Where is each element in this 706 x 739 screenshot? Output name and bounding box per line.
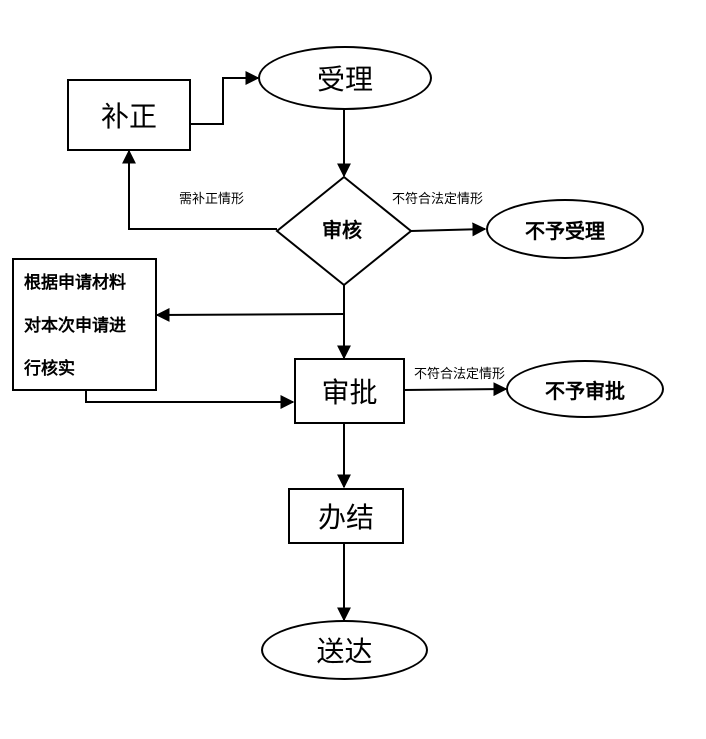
review-label: 审核 <box>322 218 362 242</box>
not-compliant-approve-label: 不符合法定情形 <box>414 367 506 382</box>
accept-ellipse: 受理 <box>258 46 432 110</box>
complete-box: 办结 <box>288 488 404 544</box>
complete-label: 办结 <box>317 501 374 534</box>
approve-box: 审批 <box>294 358 405 424</box>
arrow-review-to-reject-accept <box>410 222 487 237</box>
verify-line-2: 对本次申请进 <box>24 316 126 336</box>
arrow-approve-to-reject-approve <box>403 382 508 397</box>
deliver-label: 送达 <box>316 635 373 668</box>
arrow-verify-to-approve <box>85 391 295 409</box>
review-diamond <box>275 175 413 287</box>
not-compliant-review-label: 不符合法定情形 <box>392 192 484 207</box>
needs-supplement-label: 需补正情形 <box>179 192 245 207</box>
supplement-box: 补正 <box>67 79 191 151</box>
reject-accept-ellipse: 不予受理 <box>486 199 644 259</box>
reject-accept-label: 不予受理 <box>525 218 605 243</box>
approve-label: 审批 <box>321 376 378 409</box>
deliver-ellipse: 送达 <box>261 620 428 680</box>
arrow-to-verify-box <box>155 307 345 322</box>
supplement-label: 补正 <box>100 100 157 133</box>
verify-box: 根据申请材料 对本次申请进 行核实 <box>12 258 157 391</box>
arrow-review-to-supplement <box>122 149 277 230</box>
reject-approve-ellipse: 不予审批 <box>506 360 664 418</box>
reject-approve-label: 不予审批 <box>545 378 625 403</box>
accept-label: 受理 <box>316 63 373 96</box>
arrow-supplement-to-accept <box>190 71 260 125</box>
verify-line-1: 根据申请材料 <box>24 273 126 293</box>
verify-line-3: 行核实 <box>24 359 75 379</box>
